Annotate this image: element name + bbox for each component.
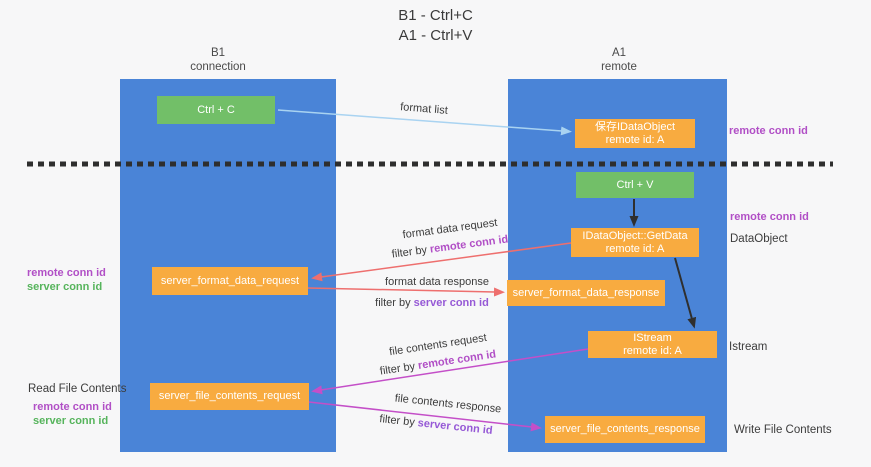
- node-save-idataobject: 保存IDataObject remote id: A: [575, 119, 695, 148]
- lane-a1-name: A1: [611, 47, 627, 59]
- lane-a1-role: remote: [601, 61, 637, 73]
- server-conn-id-text: server conn id: [413, 297, 489, 309]
- server-conn-id-text: server conn id: [417, 417, 494, 437]
- node-ctrl-c: Ctrl + C: [157, 96, 275, 124]
- filter-by-text: filter by: [379, 360, 416, 378]
- title-line-1: B1 - Ctrl+C: [398, 7, 473, 24]
- node-ctrl-c-label: Ctrl + C: [197, 103, 235, 116]
- filter-by-text: filter by: [375, 297, 411, 309]
- edge-label-file-contents-response: file contents response: [394, 392, 502, 416]
- node-server-file-contents-request-label: server_file_contents_request: [158, 390, 301, 402]
- left-remote-conn-id-label-2: remote conn id: [33, 401, 112, 413]
- dataobject-label: DataObject: [730, 233, 788, 245]
- diagram-title: B1 - Ctrl+C A1 - Ctrl+V: [0, 6, 871, 46]
- left-server-conn-id-label: server conn id: [27, 281, 103, 293]
- node-server-file-contents-response: server_file_contents_response: [545, 416, 705, 443]
- node-ctrl-v-label: Ctrl + V: [616, 178, 654, 191]
- left-remote-conn-id-label: remote conn id: [27, 267, 106, 279]
- node-server-file-contents-request: server_file_contents_request: [150, 383, 309, 410]
- node-istream-line2: remote id: A: [623, 344, 682, 357]
- lane-b1-role: connection: [190, 61, 246, 73]
- arrow-format-data-response: [307, 287, 505, 297]
- right-remote-conn-id-label-1: remote conn id: [729, 125, 808, 137]
- lane-header-b1: B1 connection: [158, 46, 278, 74]
- istream-label: Istream: [729, 341, 768, 353]
- node-idataobject-getdata-line2: remote id: A: [605, 242, 665, 255]
- node-server-file-contents-response-label: server_file_contents_response: [550, 423, 700, 435]
- node-idataobject-getdata: IDataObject::GetData remote id: A: [571, 228, 699, 257]
- node-ctrl-v: Ctrl + V: [576, 172, 694, 198]
- node-server-format-data-request: server_format_data_request: [152, 267, 308, 295]
- write-file-contents-label: Write File Contents: [734, 424, 832, 436]
- edge-label-format-data-response: format data response: [385, 276, 489, 288]
- node-server-format-data-response-label: server_format_data_response: [512, 286, 660, 299]
- node-idataobject-getdata-line1: IDataObject::GetData: [582, 229, 688, 242]
- lane-header-a1: A1 remote: [559, 46, 679, 74]
- filter-by-text: filter by: [391, 244, 428, 261]
- right-remote-conn-id-label-2: remote conn id: [730, 211, 809, 223]
- node-save-idataobject-line1: 保存IDataObject: [594, 120, 676, 133]
- node-save-idataobject-line2: remote id: A: [605, 133, 665, 146]
- filter-by-text: filter by: [378, 413, 416, 429]
- edge-label-format-list: format list: [399, 101, 449, 117]
- node-istream: IStream remote id: A: [588, 331, 717, 358]
- left-server-conn-id-label-2: server conn id: [33, 415, 109, 427]
- node-istream-line1: IStream: [633, 331, 672, 344]
- lane-b1-name: B1: [210, 47, 226, 59]
- read-file-contents-label: Read File Contents: [28, 383, 127, 395]
- node-server-format-data-response: server_format_data_response: [507, 280, 665, 306]
- title-line-2: A1 - Ctrl+V: [398, 27, 473, 44]
- node-server-format-data-request-label: server_format_data_request: [160, 274, 300, 287]
- remote-conn-id-text: remote conn id: [429, 233, 509, 256]
